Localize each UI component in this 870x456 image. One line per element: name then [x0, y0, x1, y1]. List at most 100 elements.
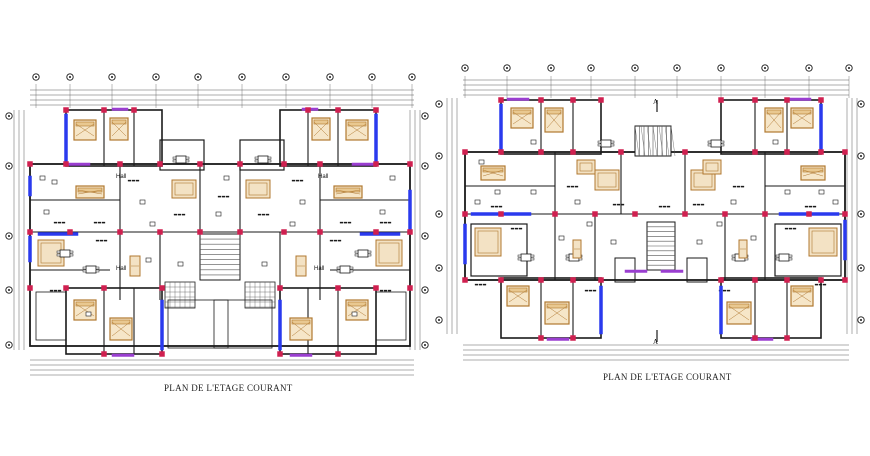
- fixture-icon: [610, 239, 617, 245]
- chair-icon: [172, 159, 177, 163]
- grid-axis-dot: [329, 76, 331, 78]
- fixture-icon: [139, 199, 146, 205]
- annotation-mark: [498, 205, 503, 208]
- table-icon: [257, 155, 269, 164]
- annotation-mark: [818, 283, 823, 286]
- column-marker: [131, 107, 137, 113]
- sofa-icon: [171, 179, 197, 199]
- annotation-mark: [379, 221, 384, 224]
- grid-axis-dot: [424, 289, 426, 291]
- annotation-mark: [808, 205, 813, 208]
- chair-icon: [336, 266, 341, 270]
- annotation-mark: [135, 179, 140, 182]
- fixture-icon: [149, 221, 156, 227]
- column-marker: [117, 229, 123, 235]
- fixture-icon: [215, 211, 222, 217]
- column-marker: [784, 335, 790, 341]
- fixture-icon: [478, 159, 485, 165]
- hall-label: Hall: [318, 174, 329, 180]
- pillow-icon: [792, 287, 812, 293]
- room-outline: [470, 223, 528, 277]
- annotation-mark: [592, 289, 597, 292]
- balcony-outline: [213, 299, 273, 349]
- bed-detail: [335, 189, 361, 195]
- bed-detail: [728, 305, 750, 321]
- annotation-mark: [566, 185, 571, 188]
- grid-axis-dot: [424, 235, 426, 237]
- chair-icon: [95, 266, 100, 270]
- chair-icon: [731, 257, 736, 261]
- hall-label: Hall: [116, 266, 127, 272]
- table-icon: [778, 253, 790, 262]
- door-opening: [351, 162, 375, 166]
- door-opening: [506, 97, 530, 101]
- fixture-icon: [145, 257, 152, 263]
- bed-detail: [792, 111, 812, 125]
- annotation-mark: [225, 195, 230, 198]
- balcony-outline: [167, 299, 229, 349]
- column-marker: [538, 97, 544, 103]
- column-marker: [784, 149, 790, 155]
- chair-icon: [367, 250, 372, 254]
- annotation-mark: [379, 289, 384, 292]
- balcony-outline: [35, 291, 67, 341]
- door-opening: [67, 162, 91, 166]
- plan-caption: PLAN DE L'ETAGE COURANT: [164, 383, 293, 393]
- fixture-icon: [43, 209, 50, 215]
- pillow-icon: [766, 109, 782, 115]
- fixture-icon: [716, 221, 723, 227]
- column-marker: [305, 107, 311, 113]
- column-marker: [498, 97, 504, 103]
- column-marker: [159, 351, 165, 357]
- door-opening: [546, 337, 570, 341]
- window-opening: [819, 103, 823, 153]
- annotation-mark: [510, 227, 515, 230]
- annotation-mark: [291, 179, 296, 182]
- pillow-icon: [75, 301, 95, 307]
- chair-icon: [349, 266, 354, 270]
- grid-axis-dot: [371, 76, 373, 78]
- pillow-icon: [75, 121, 95, 127]
- pillow-icon: [111, 119, 127, 125]
- column-marker: [373, 229, 379, 235]
- table-icon: [85, 265, 97, 274]
- bed-detail: [75, 123, 95, 137]
- annotation-mark: [666, 205, 671, 208]
- door-opening: [788, 97, 812, 101]
- annotation-mark: [49, 289, 54, 292]
- column-marker: [197, 161, 203, 167]
- fixture-icon: [750, 235, 757, 241]
- door-opening: [750, 337, 774, 341]
- window-opening: [359, 232, 401, 236]
- fixture-icon: [558, 235, 565, 241]
- annotation-mark: [726, 289, 731, 292]
- column-marker: [63, 161, 69, 167]
- sofa-seat: [248, 182, 268, 196]
- annotation-mark: [784, 227, 789, 230]
- annotation-mark: [97, 221, 102, 224]
- column-marker: [373, 107, 379, 113]
- annotation-mark: [265, 213, 270, 216]
- pillow-icon: [546, 109, 562, 115]
- sofa-seat: [597, 172, 617, 188]
- pillow-icon: [508, 287, 528, 293]
- column-marker: [67, 229, 73, 235]
- grid-axis-dot: [860, 155, 862, 157]
- chair-icon: [82, 269, 87, 273]
- column-marker: [157, 161, 163, 167]
- bed-detail: [111, 121, 127, 137]
- chair-icon: [267, 159, 272, 163]
- annotation-mark: [474, 283, 479, 286]
- grid-axis-dot: [438, 213, 440, 215]
- hatch-line: [664, 125, 670, 157]
- door-opening: [111, 107, 129, 111]
- column-marker: [281, 229, 287, 235]
- room-outline: [774, 223, 842, 277]
- grid-axis-dot: [860, 267, 862, 269]
- chair-icon: [367, 253, 372, 257]
- chair-icon: [254, 156, 259, 160]
- fixture-icon: [772, 139, 779, 145]
- annotation-mark: [620, 203, 625, 206]
- fixture-icon: [289, 221, 296, 227]
- grid-axis-dot: [8, 235, 10, 237]
